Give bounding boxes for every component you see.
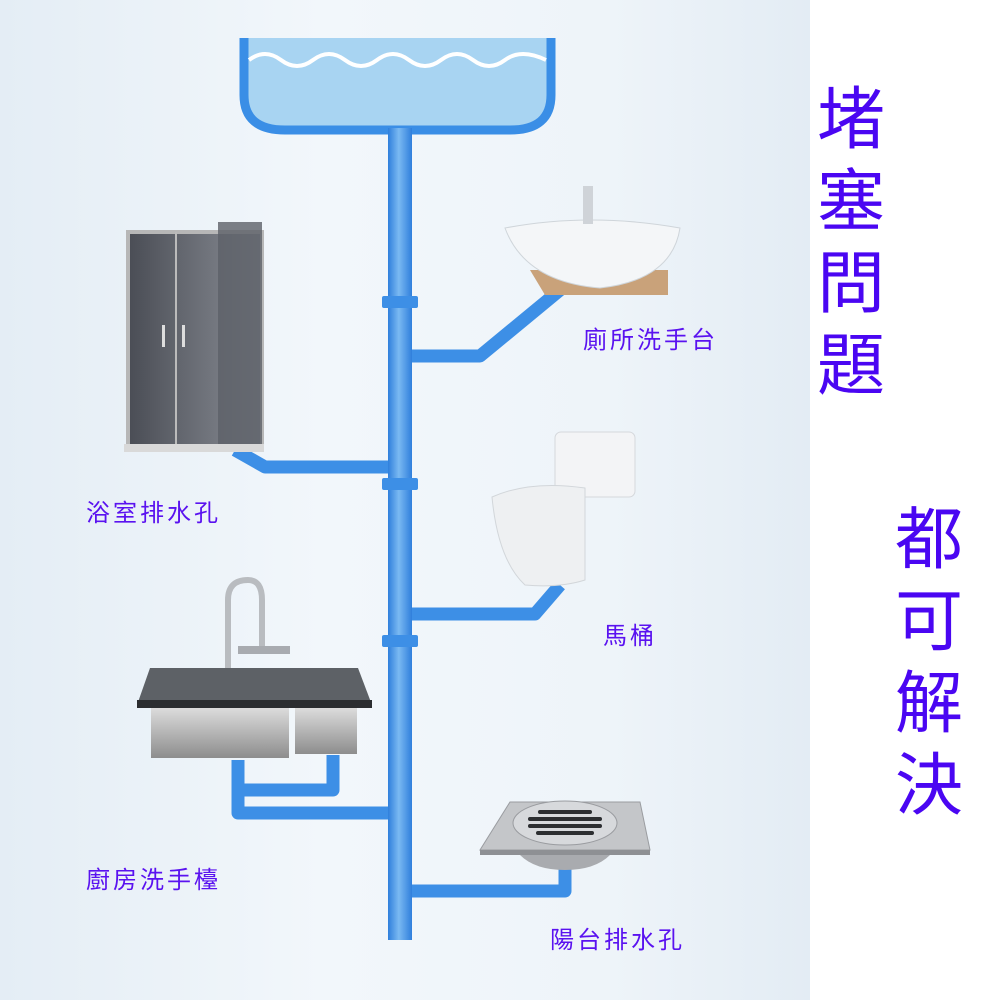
- headline-line1: 堵塞問題: [816, 81, 885, 406]
- label-balcony-drain: 陽台排水孔: [550, 926, 685, 954]
- pipe-balcony: [410, 862, 572, 898]
- label-toilet: 馬桶: [603, 622, 657, 650]
- toilet: [491, 431, 636, 587]
- water-tank: [239, 38, 556, 135]
- branch-pipes: [231, 284, 572, 898]
- plumbing-diagram: [124, 38, 681, 940]
- floor-drain: [479, 800, 651, 870]
- label-shower-drain: 浴室排水孔: [86, 499, 221, 527]
- kitchen-sink: [137, 576, 372, 758]
- pipe-couplings: [382, 296, 418, 647]
- pipe-toilet: [410, 580, 565, 621]
- right-panel: [810, 0, 1000, 1000]
- shower-enclosure: [124, 222, 264, 452]
- bathroom-basin: [504, 186, 681, 295]
- label-kitchen-sink: 廚房洗手檯: [86, 866, 221, 894]
- pipe-kitchen: [231, 755, 390, 820]
- headline-line2: 都可解決: [894, 501, 963, 826]
- label-bathroom-sink: 廁所洗手台: [583, 326, 718, 354]
- main-pipe: [388, 128, 412, 940]
- pipe-shower: [231, 444, 390, 474]
- pipe-bathroom-sink: [410, 284, 565, 363]
